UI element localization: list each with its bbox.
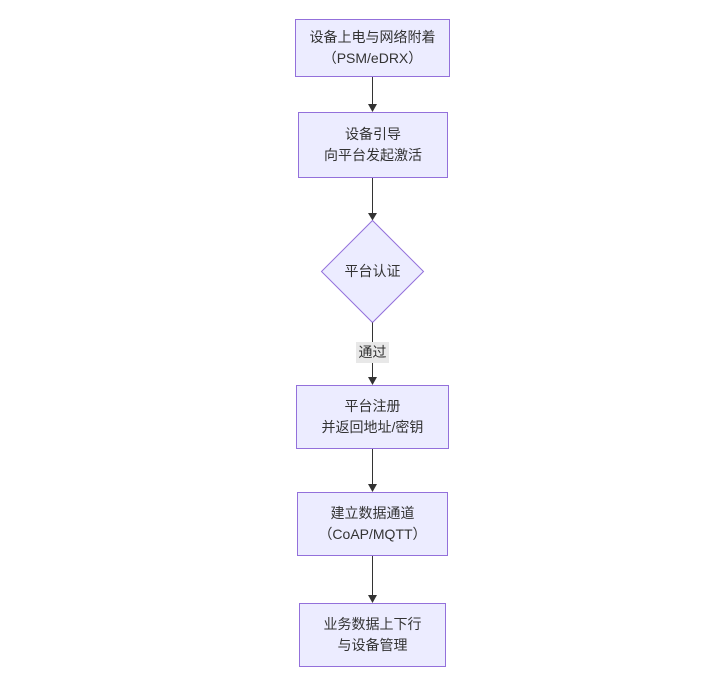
node-channel-line1: 建立数据通道 (330, 505, 415, 521)
node-power-attach-line1: 设备上电与网络附着 (309, 29, 436, 45)
node-bootstrap-line1: 设备引导 (345, 126, 401, 142)
node-business-line2: 与设备管理 (337, 637, 408, 653)
node-channel-line2: （CoAP/MQTT） (318, 526, 427, 542)
edge-label-pass: 通过 (356, 342, 389, 363)
node-business-line1: 业务数据上下行 (323, 616, 422, 632)
node-register-line2: 并返回地址/密钥 (321, 419, 424, 435)
node-power-attach-line2: （PSM/eDRX） (322, 50, 423, 66)
arrowhead-channel (368, 484, 377, 492)
node-platform-auth-label: 平台认证 (344, 263, 401, 279)
node-platform-register: 平台注册 并返回地址/密钥 (296, 385, 449, 449)
arrowhead-auth (368, 213, 377, 221)
arrowhead-bootstrap (368, 104, 377, 112)
node-bootstrap-line2: 向平台发起激活 (324, 147, 422, 163)
node-register-line1: 平台注册 (344, 398, 401, 414)
node-bootstrap-activate: 设备引导 向平台发起激活 (298, 112, 448, 178)
node-power-attach: 设备上电与网络附着 （PSM/eDRX） (295, 19, 450, 77)
node-business-data: 业务数据上下行 与设备管理 (299, 603, 446, 667)
arrowhead-business (368, 595, 377, 603)
arrowhead-register (368, 377, 377, 385)
node-data-channel: 建立数据通道 （CoAP/MQTT） (297, 492, 448, 556)
